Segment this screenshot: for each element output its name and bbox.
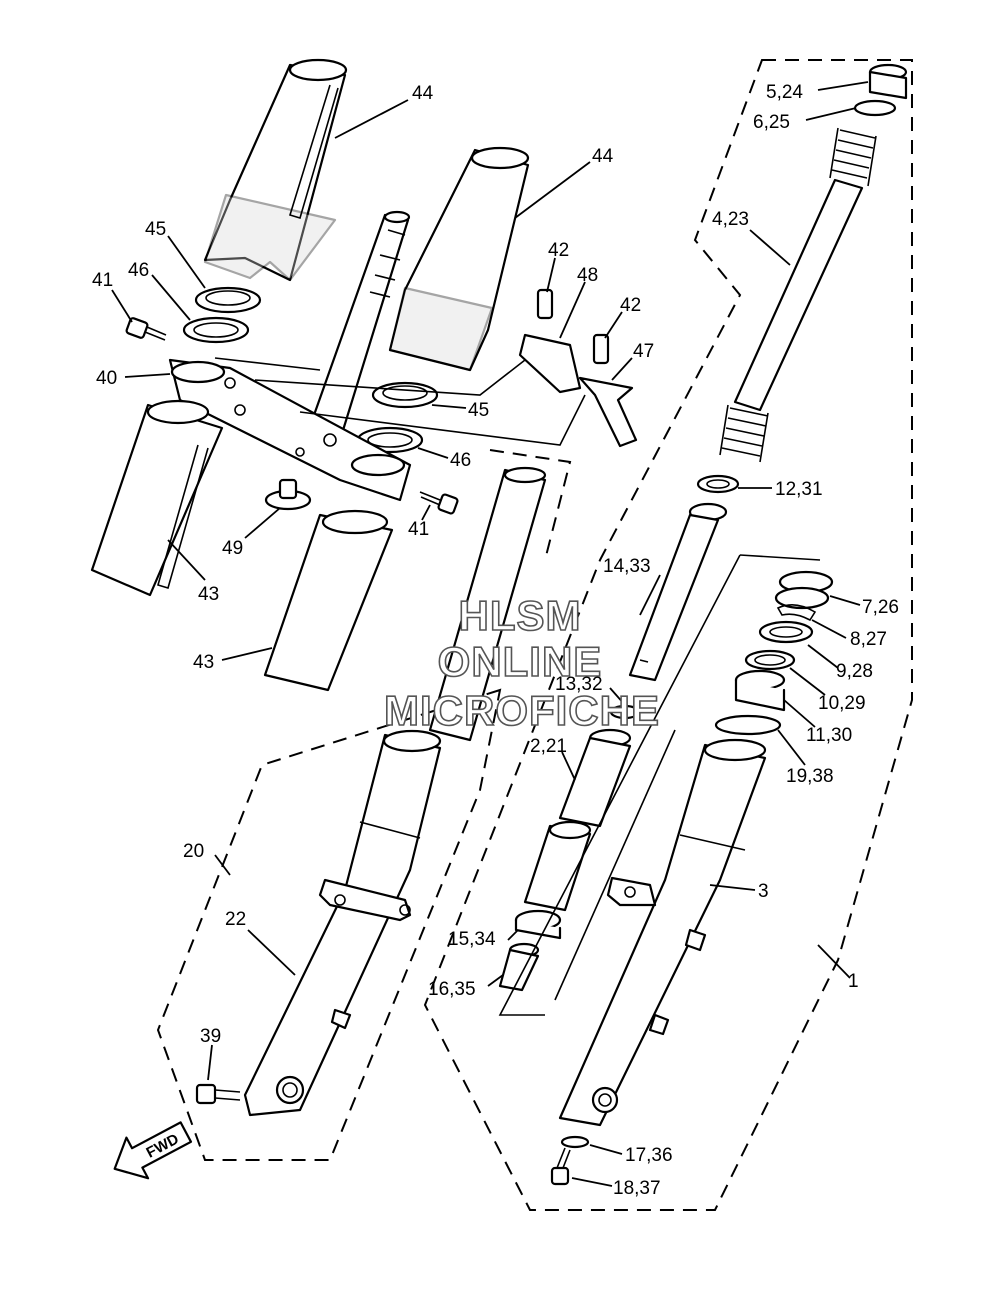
bolt-39	[195, 1083, 241, 1105]
bushing-15-34	[514, 909, 562, 940]
washer-10-29	[744, 649, 796, 671]
washer-12-31	[696, 474, 740, 494]
watermark: HLSM ONLINE MICROFICHE	[383, 591, 660, 735]
bolt-18-37	[550, 1147, 571, 1186]
callout-15-34: 15,34	[448, 929, 496, 950]
collar-2-21	[558, 728, 632, 828]
cover-44-right	[388, 146, 530, 372]
spacer-4-23	[733, 178, 864, 412]
callout-40: 40	[96, 368, 117, 389]
cover-44-left	[203, 58, 348, 282]
callout-44-right: 44	[592, 146, 614, 167]
callout-43-left: 43	[198, 584, 219, 605]
callout-45-left: 45	[145, 219, 166, 240]
callout-20: 20	[183, 841, 204, 862]
o-ring-6-25	[853, 99, 897, 117]
callout-6-25: 6,25	[753, 112, 790, 133]
callout-13-32: 13,32	[555, 674, 603, 695]
callout-42-right: 42	[620, 295, 641, 316]
bracket-40	[168, 358, 412, 502]
cover-43-right	[263, 509, 394, 692]
callout-2-21: 2,21	[530, 736, 567, 757]
inner-tube-left	[428, 466, 547, 742]
bolt-41-left	[125, 317, 167, 341]
cover-43-left	[90, 399, 224, 597]
watermark-line-1: HLSM	[459, 592, 582, 639]
clamp-47	[578, 333, 638, 448]
callout-14-33: 14,33	[603, 556, 651, 577]
callout-11-30: 11,30	[806, 725, 852, 746]
callout-49: 49	[222, 538, 243, 559]
callout-9-28: 9,28	[836, 661, 873, 682]
callout-8-27: 8,27	[850, 629, 887, 650]
callout-41-right: 41	[408, 519, 429, 540]
assembly-lines	[214, 357, 821, 1016]
callout-45-right: 45	[468, 400, 489, 421]
callout-18-37: 18,37	[613, 1178, 661, 1199]
callout-46-right: 46	[450, 450, 471, 471]
callout-43-right: 43	[193, 652, 214, 673]
callout-12-31: 12,31	[775, 479, 823, 500]
bolt-41-right	[419, 491, 459, 515]
callout-44-left: 44	[412, 83, 434, 104]
clamp-48	[518, 288, 582, 394]
callout-3: 3	[758, 881, 769, 902]
spindle-lower	[523, 820, 592, 912]
outer-tube-3	[558, 738, 767, 1127]
watermark-line-3: MICROFICHE	[384, 687, 660, 734]
collar-49	[264, 478, 312, 511]
callout-41-left: 41	[92, 270, 113, 291]
watermark-line-2: ONLINE	[438, 638, 603, 685]
callout-39: 39	[200, 1026, 221, 1047]
callout-42-left: 42	[548, 240, 569, 261]
seal-45-left	[194, 286, 262, 314]
callout-47: 47	[633, 341, 654, 362]
fwd-arrow: FWD	[113, 1121, 193, 1180]
piece-16-35	[498, 942, 540, 992]
outer-tube-22	[243, 729, 442, 1117]
callout-5-24: 5,24	[766, 82, 803, 103]
washer-17-36	[560, 1135, 590, 1149]
callout-22: 22	[225, 909, 246, 930]
o-ring-19-38	[714, 714, 782, 736]
callout-16-35: 16,35	[428, 979, 476, 1000]
callout-4-23: 4,23	[712, 209, 749, 230]
callout-10-29: 10,29	[818, 693, 866, 714]
bushing-11-30	[734, 669, 786, 712]
seal-9-28	[758, 620, 814, 644]
cap-bolt-5-24	[868, 63, 908, 100]
washer-46-left	[182, 316, 250, 344]
damper-rod-14-33	[628, 502, 728, 682]
spring-upper	[829, 127, 877, 187]
leader-lines	[111, 81, 869, 1187]
spring-lower	[719, 404, 769, 463]
callout-17-36: 17,36	[625, 1145, 673, 1166]
seal-7-26	[774, 570, 834, 610]
callout-46-left: 46	[128, 260, 149, 281]
o-ring-13-32	[609, 704, 641, 720]
seal-45-right	[371, 381, 439, 409]
clip-8-27	[776, 604, 817, 622]
callout-48: 48	[577, 265, 598, 286]
assembly-outlines	[156, 59, 913, 1211]
callout-labels: 44 44 45 46 41 40 42 48 42 47 45 46 41 4…	[92, 82, 899, 1199]
callout-19-38: 19,38	[786, 766, 834, 787]
callout-1: 1	[848, 971, 859, 992]
callout-7-26: 7,26	[862, 597, 899, 618]
